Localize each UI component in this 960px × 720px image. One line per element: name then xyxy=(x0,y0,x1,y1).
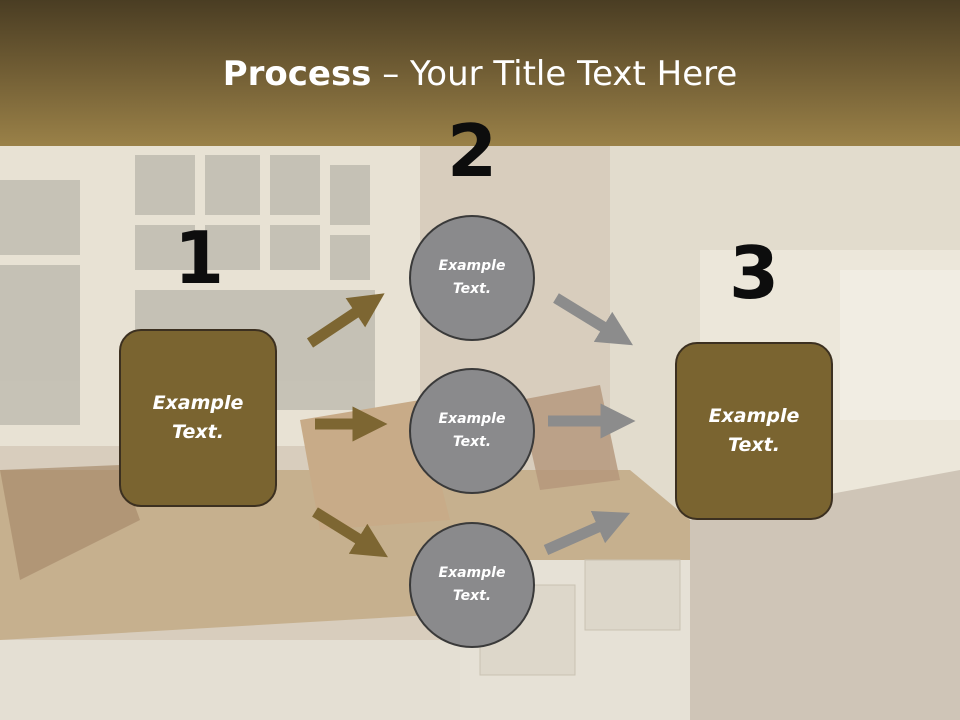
circle-top-text: Example Text. xyxy=(438,258,506,297)
circle-bottom: Example Text. xyxy=(409,522,535,648)
title-banner xyxy=(0,0,960,146)
circle-bottom-text: Example Text. xyxy=(438,565,506,604)
arrow-left-to-bottom xyxy=(312,507,388,558)
left-step-text: Example Text. xyxy=(152,392,244,443)
step-number-2: 2 xyxy=(446,109,498,193)
right-step-box: Example Text. xyxy=(675,342,833,520)
step-number-1: 1 xyxy=(173,216,225,300)
circle-middle: Example Text. xyxy=(409,368,535,494)
left-step-box: Example Text. xyxy=(119,329,277,507)
title-rest: – Your Title Text Here xyxy=(371,54,738,94)
circle-middle-text: Example Text. xyxy=(438,411,506,450)
title-bold: Process xyxy=(222,54,372,94)
arrow-bottom-to-right xyxy=(543,511,631,556)
arrow-left-to-top xyxy=(306,293,385,348)
circle-top: Example Text. xyxy=(409,215,535,341)
step-number-3: 3 xyxy=(728,231,780,315)
slide-title: Process – Your Title Text Here xyxy=(0,52,960,96)
arrow-top-to-right xyxy=(553,293,634,346)
right-step-text: Example Text. xyxy=(708,405,800,456)
